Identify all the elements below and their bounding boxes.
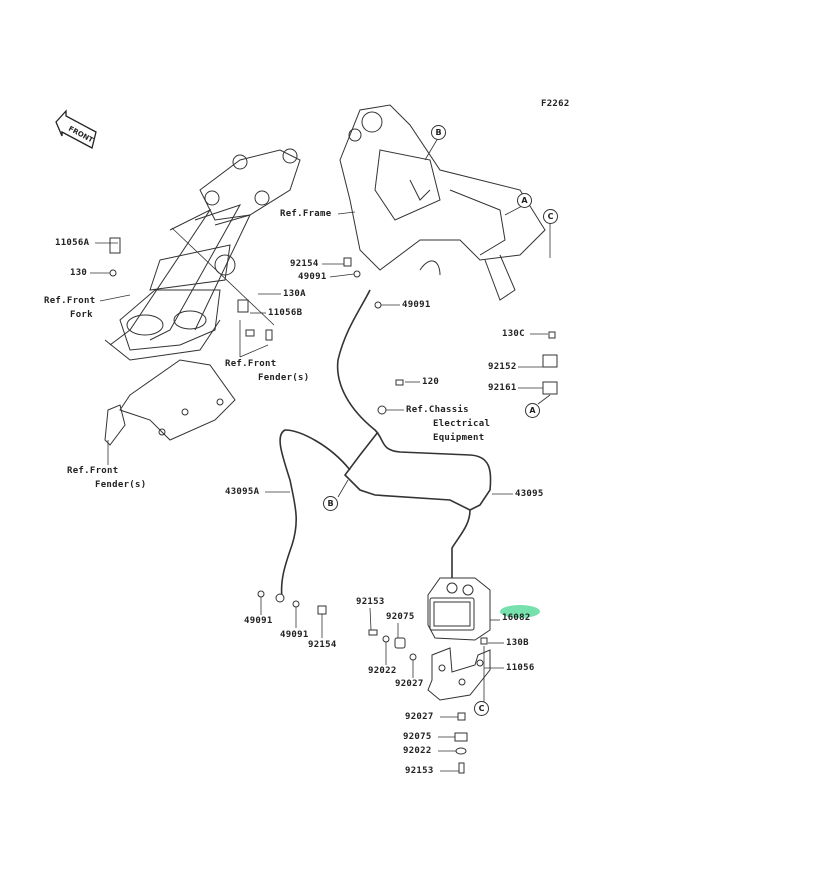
callout-92027-a[interactable]: 92027 xyxy=(395,679,424,689)
ref-front-fork-line2: Fork xyxy=(70,310,93,320)
ref-chassis-line2: Electrical xyxy=(433,419,491,429)
front-fender-drawing xyxy=(104,359,236,446)
callout-49091-right[interactable]: 49091 xyxy=(402,300,431,310)
callout-11056B[interactable]: 11056B xyxy=(268,308,303,318)
highlight-16082 xyxy=(500,605,540,618)
callout-92154-top[interactable]: 92154 xyxy=(290,259,319,269)
marker-c-bracket: C xyxy=(474,701,489,716)
callout-92153-b[interactable]: 92153 xyxy=(405,766,434,776)
callout-92075-a[interactable]: 92075 xyxy=(386,612,415,622)
ref-front-fork-line1: Ref.Front xyxy=(44,296,96,306)
callout-11056[interactable]: 11056 xyxy=(506,663,535,673)
ref-front-fender-a-line1: Ref.Front xyxy=(225,359,277,369)
callout-49091-top[interactable]: 49091 xyxy=(298,272,327,282)
callout-130A[interactable]: 130A xyxy=(283,289,306,299)
marker-a-frame: A xyxy=(517,193,532,208)
callout-49091-left1[interactable]: 49091 xyxy=(244,616,273,626)
callout-92075-b[interactable]: 92075 xyxy=(403,732,432,742)
callout-92022-a[interactable]: 92022 xyxy=(368,666,397,676)
callout-92161[interactable]: 92161 xyxy=(488,383,517,393)
callout-130[interactable]: 130 xyxy=(70,268,88,278)
callout-130B[interactable]: 130B xyxy=(506,638,529,648)
callout-92152[interactable]: 92152 xyxy=(488,362,517,372)
callout-92153-a[interactable]: 92153 xyxy=(356,597,385,607)
marker-c-frame: C xyxy=(543,209,558,224)
callout-130C[interactable]: 130C xyxy=(502,329,525,339)
ref-front-fender-a-line2: Fender(s) xyxy=(258,373,310,383)
diagram-id: F2262 xyxy=(541,99,570,109)
ref-chassis-line3: Equipment xyxy=(433,433,485,443)
marker-b-hose: B xyxy=(323,496,338,511)
callout-92154-low[interactable]: 92154 xyxy=(308,640,337,650)
ref-front-fender-b-line1: Ref.Front xyxy=(67,466,119,476)
marker-b-frame: B xyxy=(431,125,446,140)
callout-43095A[interactable]: 43095A xyxy=(225,487,260,497)
callout-11056A[interactable]: 11056A xyxy=(55,238,90,248)
ref-frame: Ref.Frame xyxy=(280,209,332,219)
ref-front-fender-b-line2: Fender(s) xyxy=(95,480,147,490)
callout-120[interactable]: 120 xyxy=(422,377,440,387)
callout-43095[interactable]: 43095 xyxy=(515,489,544,499)
bracket-drawing xyxy=(427,647,491,701)
callout-49091-left2[interactable]: 49091 xyxy=(280,630,309,640)
front-arrow-icon: FRONT xyxy=(55,109,97,149)
ref-chassis-line1: Ref.Chassis xyxy=(406,405,469,415)
marker-a-damper: A xyxy=(525,403,540,418)
callout-16082[interactable]: 16082 xyxy=(502,613,531,623)
abs-unit-drawing xyxy=(427,577,491,641)
fasteners xyxy=(109,237,558,774)
callout-92022-b[interactable]: 92022 xyxy=(403,746,432,756)
brake-hoses-drawing xyxy=(279,289,492,599)
callout-92027-b[interactable]: 92027 xyxy=(405,712,434,722)
frame-drawing xyxy=(339,104,546,301)
leader-lines xyxy=(90,137,551,772)
front-fork-drawing xyxy=(104,148,301,361)
